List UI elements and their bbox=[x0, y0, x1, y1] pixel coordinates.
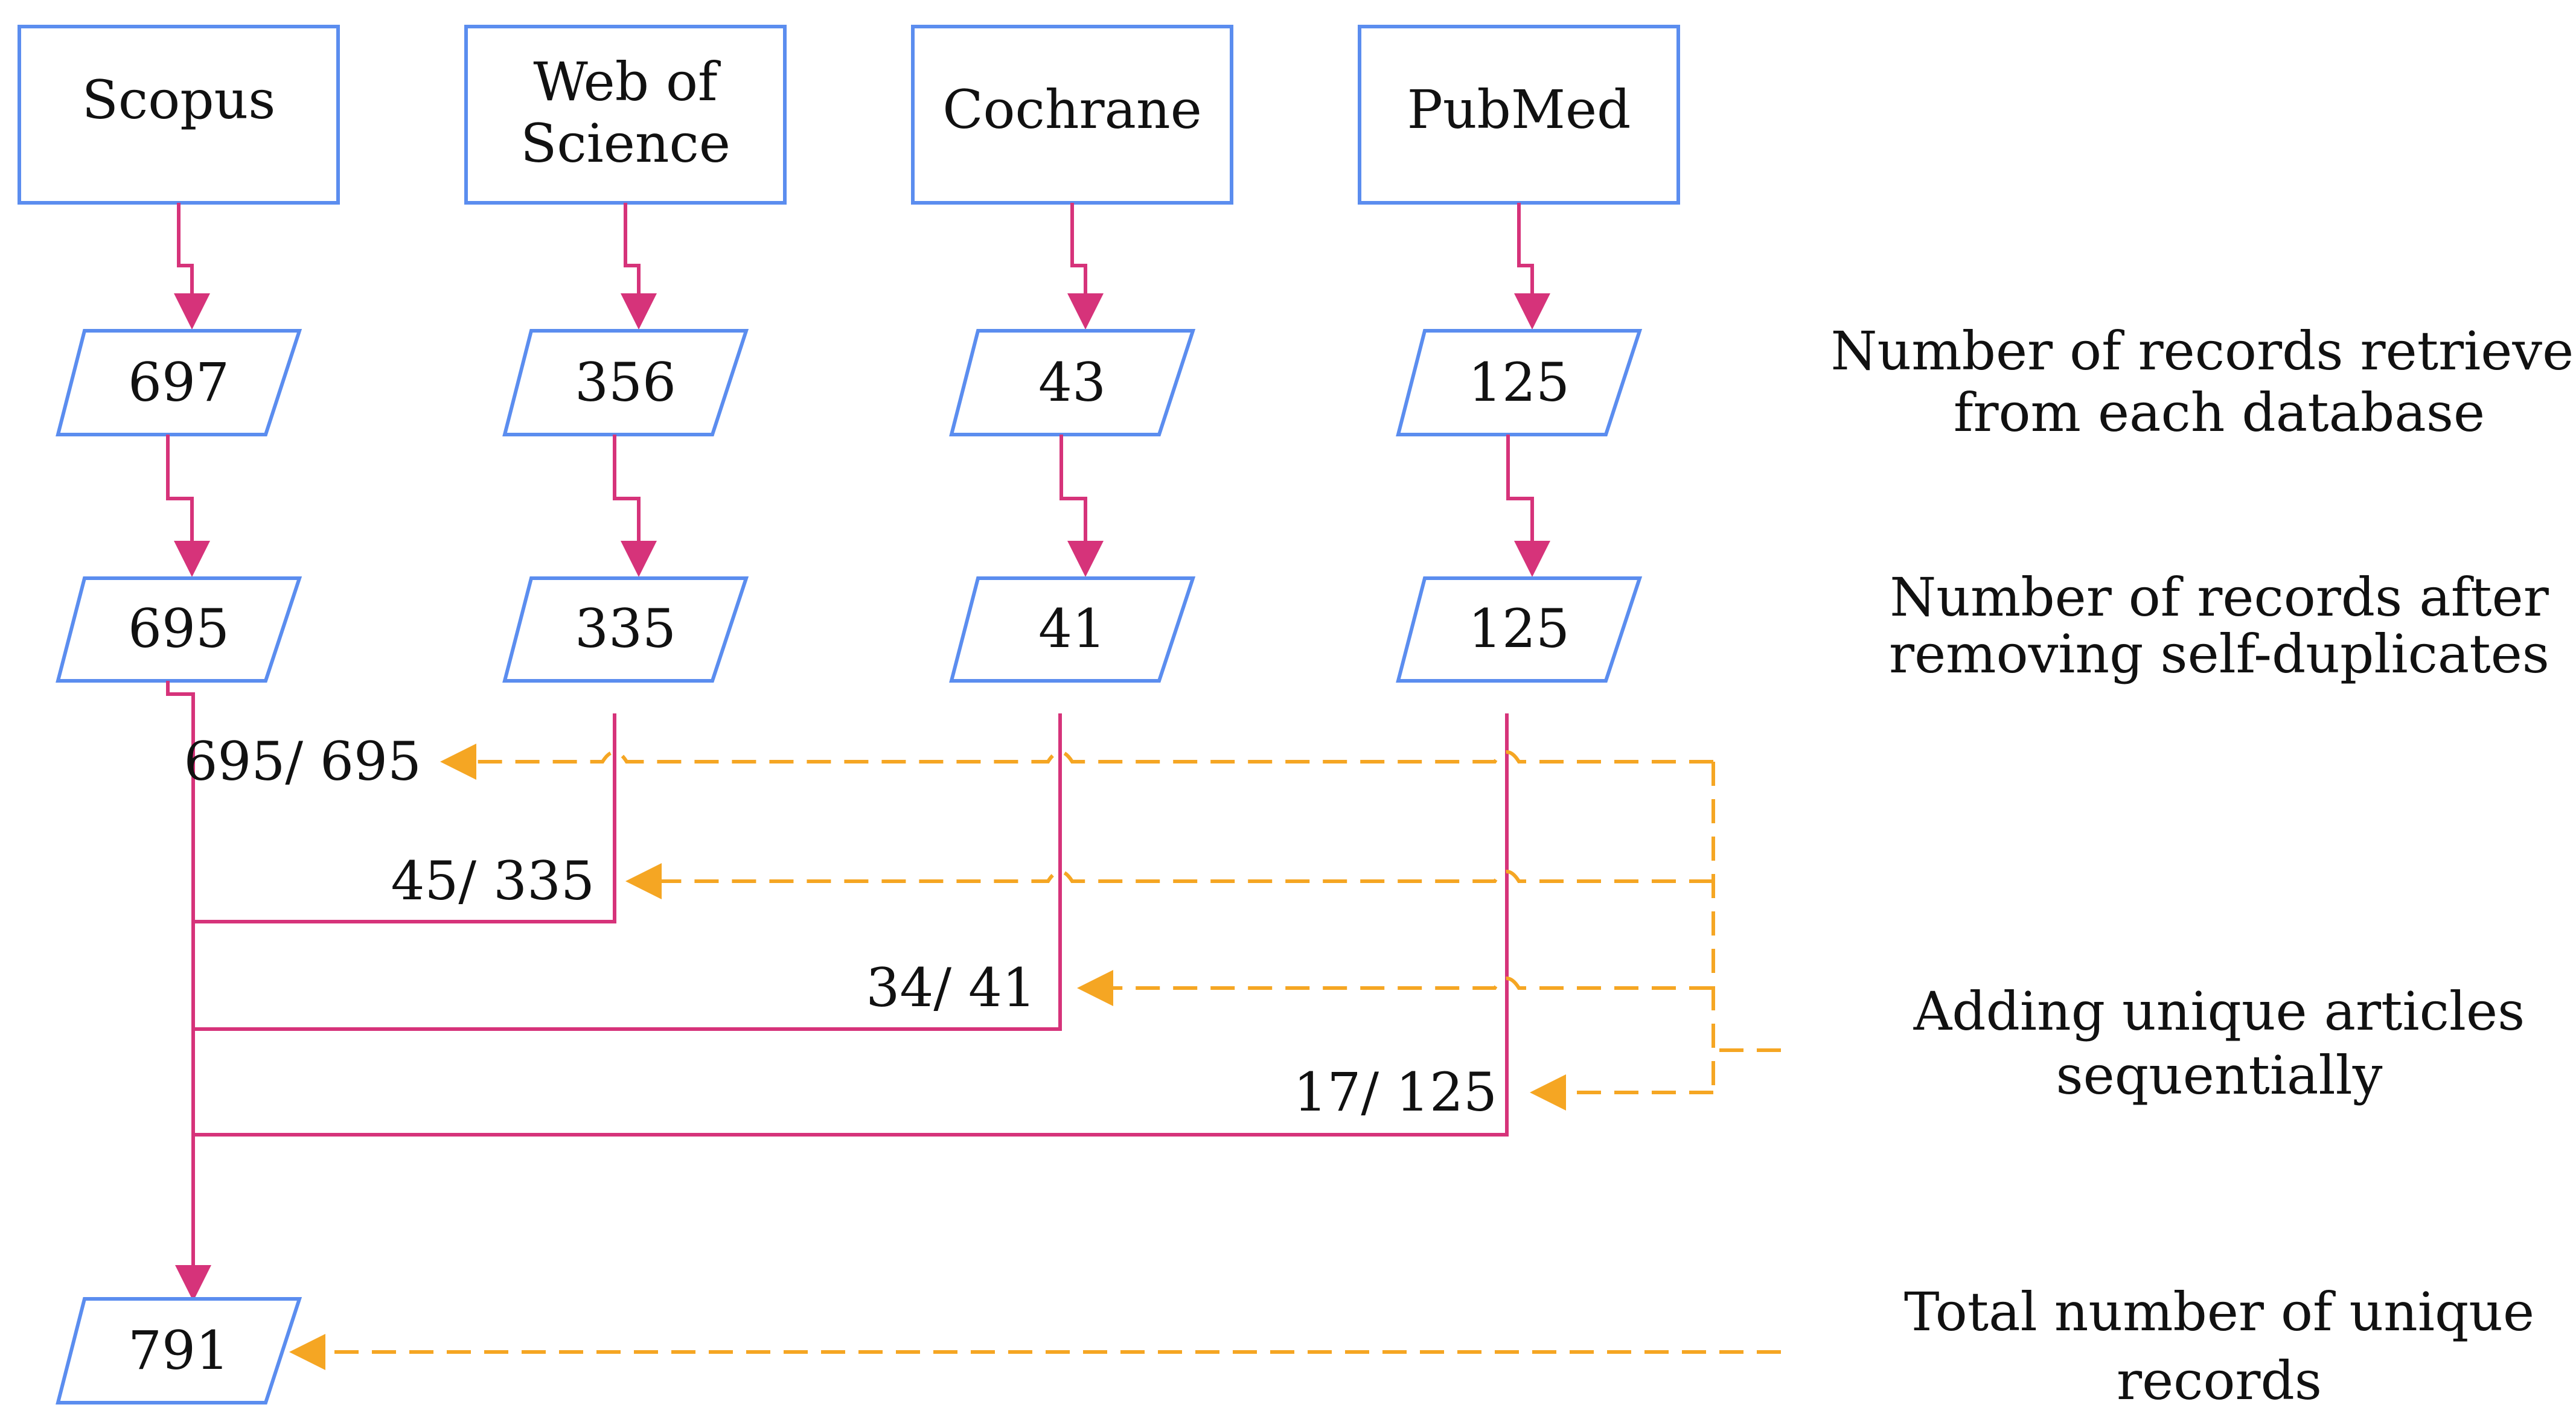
dedup-box-pubmed bbox=[1396, 576, 1643, 683]
stage-label-total-line1: Total number of unique bbox=[1904, 1281, 2534, 1343]
retrieved-count-pubmed: 125 bbox=[1468, 351, 1570, 413]
dedup-count-cochrane: 41 bbox=[1038, 598, 1106, 660]
dashed-line-row3 bbox=[1077, 970, 1713, 1006]
database-box-pubmed bbox=[1358, 25, 1680, 205]
retrieved-box-web-of-science bbox=[502, 329, 749, 436]
connector-scopus-dedup bbox=[166, 435, 210, 577]
connector-cochrane-retrieved bbox=[1067, 203, 1104, 330]
database-box-scopus bbox=[18, 25, 340, 205]
retrieved-box-scopus bbox=[56, 329, 302, 436]
addition-label-scopus: 695/ 695 bbox=[184, 730, 421, 792]
dedup-box-cochrane bbox=[949, 576, 1196, 683]
connector-scopus-retrieved bbox=[174, 203, 210, 330]
stage-label-dedup-line1: Number of records after bbox=[1890, 566, 2549, 628]
stage-label-adding-line2: sequentially bbox=[2056, 1044, 2383, 1106]
database-name-cochrane: Cochrane bbox=[942, 78, 1202, 141]
database-name-web-of-science-line1: Web of bbox=[533, 51, 721, 113]
merge-line-web-of-science bbox=[193, 713, 616, 923]
database-name-web-of-science-line2: Science bbox=[520, 112, 730, 174]
stage-label-adding-line1: Adding unique articles bbox=[1913, 980, 2525, 1042]
connector-cochrane-dedup bbox=[1059, 435, 1104, 577]
addition-label-cochrane: 34/ 41 bbox=[866, 957, 1036, 1019]
addition-label-web-of-science: 45/ 335 bbox=[391, 850, 595, 912]
dedup-count-scopus: 695 bbox=[128, 598, 229, 660]
dashed-line-row2 bbox=[625, 863, 1713, 899]
retrieved-count-scopus: 697 bbox=[128, 351, 229, 413]
retrieved-box-pubmed bbox=[1396, 329, 1643, 436]
connector-pubmed-retrieved bbox=[1514, 203, 1550, 330]
total-count: 791 bbox=[128, 1319, 229, 1382]
connector-wos-retrieved bbox=[621, 203, 657, 330]
connector-wos-dedup bbox=[613, 435, 657, 577]
database-name-scopus: Scopus bbox=[82, 69, 276, 131]
stage-label-retrieved-line1: Number of records retrieved bbox=[1831, 320, 2576, 382]
stage-label-retrieved-line2: from each database bbox=[1954, 381, 2485, 444]
dedup-count-pubmed: 125 bbox=[1468, 598, 1570, 660]
merge-line-pubmed bbox=[193, 713, 1509, 1137]
dedup-box-scopus bbox=[56, 576, 302, 683]
merge-line-scopus bbox=[166, 681, 211, 1301]
database-box-web-of-science bbox=[464, 25, 787, 205]
database-box-cochrane bbox=[911, 25, 1233, 205]
addition-label-pubmed: 17/ 125 bbox=[1293, 1061, 1497, 1123]
stage-label-dedup-line2: removing self-duplicates bbox=[1889, 623, 2549, 685]
connector-pubmed-dedup bbox=[1506, 435, 1550, 577]
dedup-count-web-of-science: 335 bbox=[575, 598, 676, 660]
database-name-pubmed: PubMed bbox=[1407, 78, 1631, 141]
retrieved-box-cochrane bbox=[949, 329, 1196, 436]
dashed-line-row1 bbox=[440, 744, 1713, 780]
retrieved-count-web-of-science: 356 bbox=[575, 351, 676, 413]
dedup-box-web-of-science bbox=[502, 576, 749, 683]
retrieved-count-cochrane: 43 bbox=[1038, 351, 1106, 413]
merge-line-cochrane bbox=[193, 713, 1062, 1031]
stage-label-total-line2: records bbox=[2117, 1350, 2322, 1412]
total-box bbox=[56, 1297, 302, 1404]
